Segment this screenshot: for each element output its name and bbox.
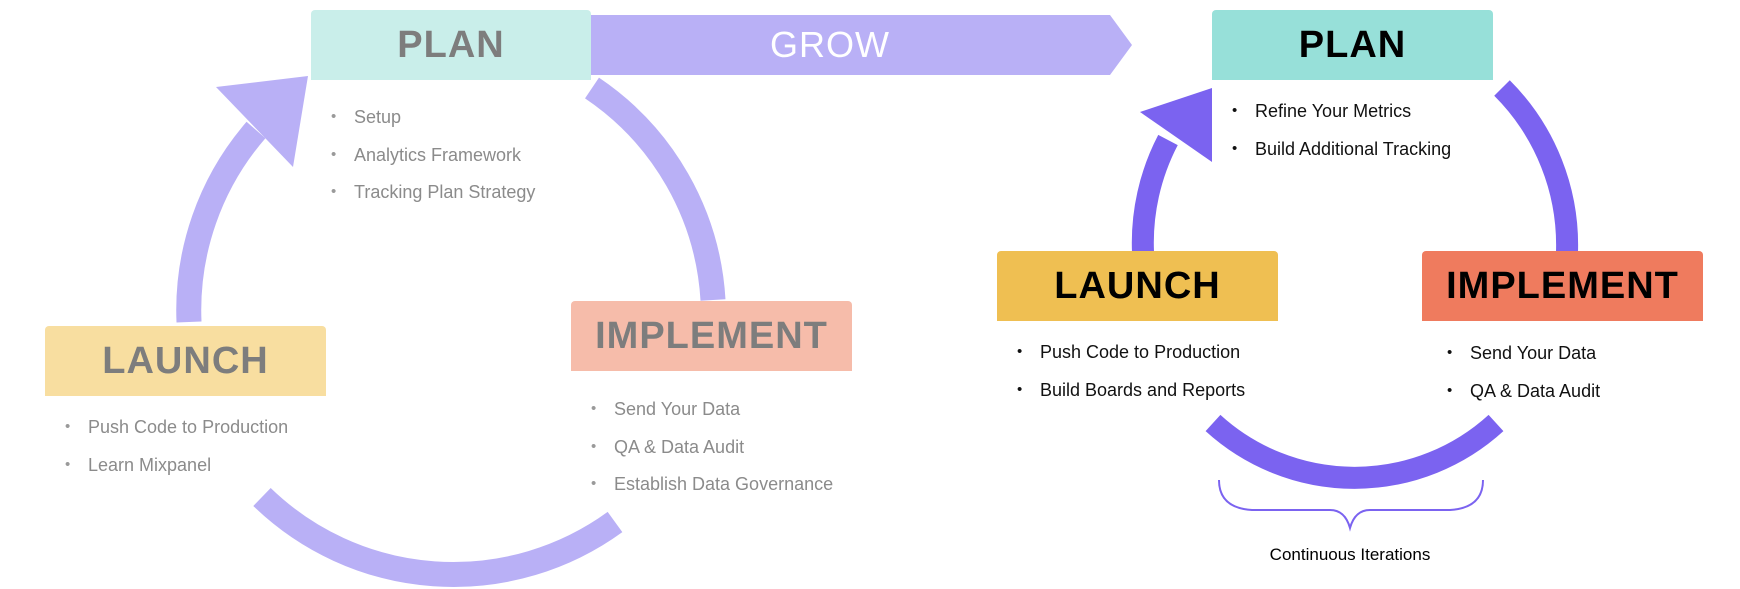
- list-item: Analytics Framework: [331, 144, 535, 182]
- list-item: Establish Data Governance: [591, 473, 833, 511]
- plan-to-implement-arc-2: [1494, 80, 1579, 253]
- list-item: Build Additional Tracking: [1232, 138, 1451, 176]
- grow-label: GROW: [770, 24, 890, 65]
- implement-stage-title: IMPLEMENT: [595, 314, 828, 357]
- implement-to-launch-arc: [253, 488, 623, 587]
- plan-to-implement-arc: [584, 77, 726, 301]
- launch-to-plan-arc: [176, 121, 266, 323]
- list-item: Learn Mixpanel: [65, 454, 288, 492]
- iterations-brace: [1218, 479, 1484, 532]
- launch-stage-box: LAUNCH: [45, 326, 326, 396]
- launch-to-plan-arrowhead-2: [1140, 88, 1212, 162]
- list-item: Refine Your Metrics: [1232, 100, 1451, 138]
- implement-stage-box-2: IMPLEMENT: [1422, 251, 1703, 321]
- list-item: QA & Data Audit: [1447, 380, 1600, 418]
- list-item: Push Code to Production: [1017, 341, 1245, 379]
- implement-stage-title-2: IMPLEMENT: [1446, 264, 1679, 307]
- plan-stage-list: Setup Analytics Framework Tracking Plan …: [331, 106, 535, 219]
- launch-stage-list: Push Code to Production Learn Mixpanel: [65, 416, 288, 491]
- launch-to-plan-arrowhead: [216, 76, 308, 167]
- implement-stage-box: IMPLEMENT: [571, 301, 852, 371]
- list-item: Build Boards and Reports: [1017, 379, 1245, 417]
- launch-to-plan-arc-2: [1131, 134, 1178, 253]
- implement-to-launch-arc-2: [1205, 414, 1504, 489]
- implement-stage-list-2: Send Your Data QA & Data Audit: [1447, 342, 1600, 417]
- launch-stage-list-2: Push Code to Production Build Boards and…: [1017, 341, 1245, 416]
- list-item: Send Your Data: [591, 398, 833, 436]
- launch-stage-title-2: LAUNCH: [1054, 264, 1221, 307]
- iterations-caption: Continuous Iterations: [1269, 545, 1431, 564]
- grow-arrow: [590, 15, 1132, 75]
- list-item: Tracking Plan Strategy: [331, 181, 535, 219]
- plan-stage-list-2: Refine Your Metrics Build Additional Tra…: [1232, 100, 1451, 175]
- implement-stage-list: Send Your Data QA & Data Audit Establish…: [591, 398, 833, 511]
- launch-stage-title: LAUNCH: [102, 339, 269, 382]
- plan-stage-box-2: PLAN: [1212, 10, 1493, 80]
- list-item: Setup: [331, 106, 535, 144]
- list-item: Send Your Data: [1447, 342, 1600, 380]
- launch-stage-box-2: LAUNCH: [997, 251, 1278, 321]
- plan-stage-title: PLAN: [397, 23, 505, 66]
- list-item: QA & Data Audit: [591, 436, 833, 474]
- plan-stage-title-2: PLAN: [1298, 23, 1407, 66]
- plan-stage-box: PLAN: [311, 10, 591, 80]
- list-item: Push Code to Production: [65, 416, 288, 454]
